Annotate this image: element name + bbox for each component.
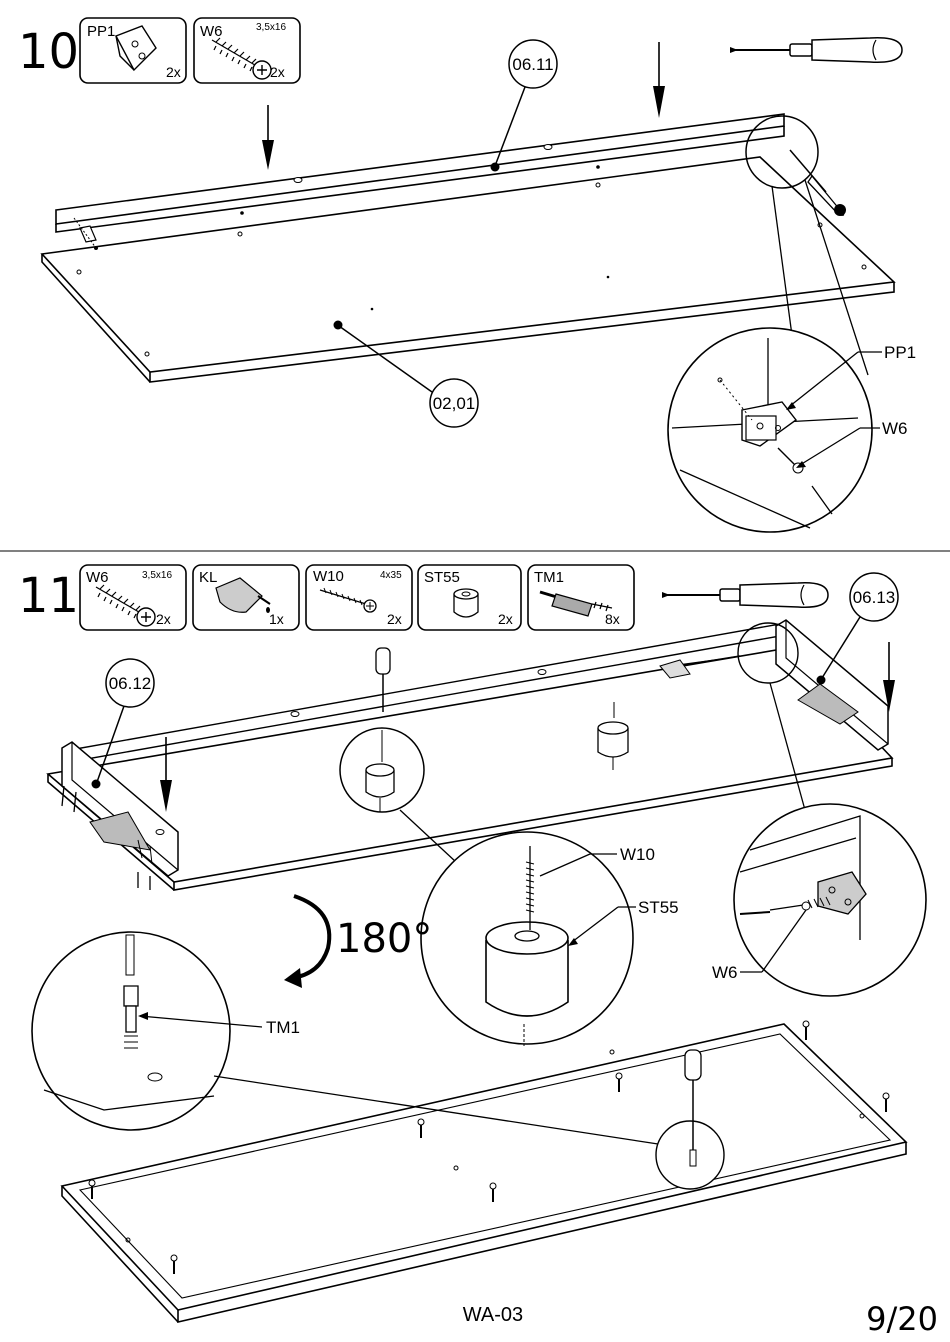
rotate-arrow-icon: 180° (284, 894, 432, 988)
panel-flipped (60, 1020, 908, 1324)
part-qty: 2x (166, 64, 181, 80)
callout-06-12: 06.12 (91, 658, 155, 789)
svg-text:W6: W6 (712, 963, 738, 982)
screwdriver-icon (684, 1049, 702, 1167)
callout-06-13: 06.13 (816, 572, 899, 685)
part-box-tm1: TM1 8x (527, 564, 635, 631)
arrow-down-icon (160, 737, 172, 812)
callout-st55: ST55 (568, 898, 679, 946)
detail-circle-small (745, 115, 819, 189)
part-box-w6: W6 3,5x16 2x (193, 17, 301, 84)
svg-text:KL: KL (199, 569, 217, 586)
svg-text:W6: W6 (86, 569, 109, 586)
screwdriver-icon (375, 647, 741, 712)
detail-circle-foot (420, 831, 634, 1046)
svg-text:W10: W10 (620, 845, 655, 864)
callout-w10: W10 (539, 845, 655, 877)
foot-pad-icon (365, 730, 395, 812)
rail-06-11 (55, 113, 785, 250)
foot-pad-icon (453, 588, 479, 618)
svg-text:W6: W6 (882, 419, 908, 438)
svg-text:06.12: 06.12 (109, 674, 152, 693)
detail-circle-small (737, 622, 799, 684)
arrow-down-icon (653, 42, 665, 118)
svg-text:ST55: ST55 (638, 898, 679, 917)
step-10: 10 PP1 2x W6 3,5x16 2x (18, 17, 916, 533)
part-box-w6: W6 3,5x16 2x (79, 564, 187, 631)
connector-bolt-icon (539, 590, 613, 617)
svg-text:02,01: 02,01 (433, 394, 476, 413)
svg-text:W10: W10 (313, 568, 344, 585)
svg-text:PP1: PP1 (884, 343, 916, 362)
svg-text:2x: 2x (498, 611, 513, 627)
page-number: 9/20 (866, 1300, 938, 1338)
svg-text:06.11: 06.11 (512, 55, 553, 74)
svg-text:ST55: ST55 (424, 569, 460, 586)
screwdriver-icon (730, 37, 903, 63)
detail-circle-bracket (733, 803, 927, 997)
callout-tm1: TM1 (138, 1012, 300, 1037)
part-code: W6 (200, 23, 223, 40)
step-number-10: 10 (18, 24, 79, 80)
svg-text:8x: 8x (605, 611, 620, 627)
svg-text:2x: 2x (387, 611, 402, 627)
part-box-w10: W10 4x35 2x (305, 564, 413, 631)
svg-text:2x: 2x (156, 611, 171, 627)
step-11: 11 W6 3,5x16 2x KL 1x W10 4x35 2x (18, 564, 927, 1324)
arrow-down-icon (883, 642, 895, 712)
svg-text:3,5x16: 3,5x16 (142, 570, 172, 581)
model-code: WA-03 (463, 1304, 523, 1326)
arrow-down-icon (262, 105, 274, 170)
svg-text:1x: 1x (269, 611, 284, 627)
callout-w6: W6 (712, 909, 807, 982)
part-box-st55: ST55 2x (417, 564, 522, 631)
svg-text:TM1: TM1 (266, 1018, 300, 1037)
svg-text:06.13: 06.13 (853, 588, 896, 607)
part-spec: 3,5x16 (256, 22, 286, 33)
foot-pad-icon (597, 702, 629, 770)
part-qty: 2x (270, 64, 285, 80)
corner-bracket-icon (115, 25, 157, 72)
step-number-11: 11 (18, 568, 79, 624)
frame-assembly (46, 619, 894, 891)
glue-bottle-icon (215, 577, 271, 613)
callout-pp1: PP1 (786, 343, 916, 410)
svg-text:4x35: 4x35 (380, 570, 402, 581)
part-box-kl: KL 1x (192, 564, 300, 631)
callout-06-11: 06.11 (490, 39, 558, 172)
detail-circle-connector (31, 931, 231, 1131)
part-code: PP1 (87, 23, 115, 40)
callout-w6: W6 (796, 419, 908, 468)
long-screw-icon (319, 587, 377, 613)
svg-text:TM1: TM1 (534, 569, 564, 586)
detail-circle-bracket (667, 327, 873, 533)
callout-02-01: 02,01 (333, 320, 479, 428)
screwdriver-icon (662, 582, 829, 608)
rotation-label: 180° (336, 916, 432, 962)
screwdriver-icon (789, 149, 846, 216)
part-box-pp1: PP1 2x (79, 17, 187, 84)
